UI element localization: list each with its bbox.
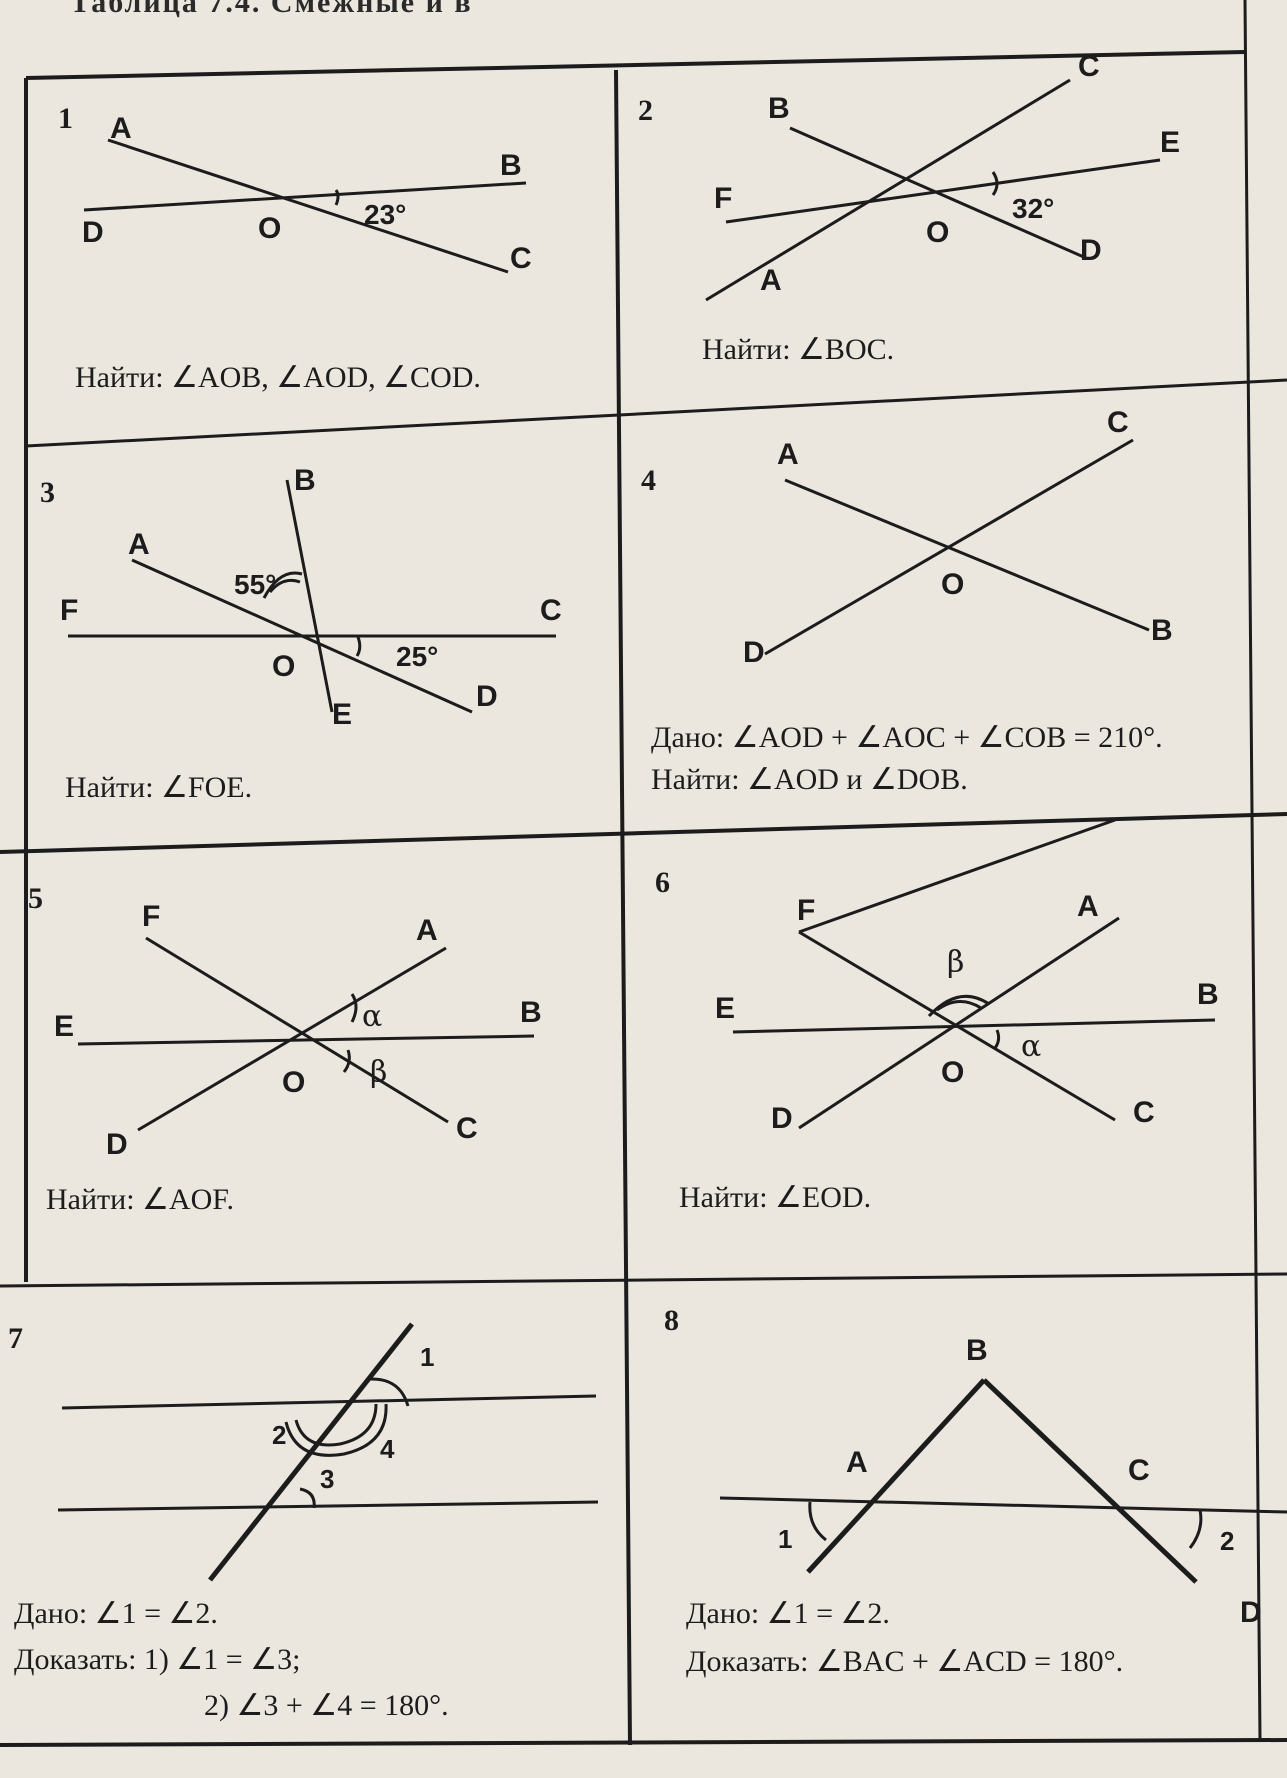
label-o: O — [282, 1066, 305, 1099]
alpha-symbol: α — [1021, 1029, 1041, 1064]
cell-number: 6 — [655, 866, 670, 899]
label-a: A — [416, 914, 438, 947]
label-a: A — [1077, 890, 1099, 923]
label-f: F — [797, 894, 815, 927]
label-e: E — [54, 1010, 74, 1043]
alpha-symbol: α — [362, 999, 382, 1034]
cell-number: 7 — [8, 1322, 23, 1355]
diagram-3: B A F C D E O 55° 25° — [60, 464, 562, 731]
diagram-8: B A C D 1 2 — [719, 1334, 1287, 1629]
diagram-1: A B C D O 23° — [82, 112, 532, 275]
cell-number: 3 — [40, 476, 55, 509]
task-text: Найти: ∠AOB, ∠AOD, ∠COD. — [75, 361, 481, 394]
label-d: D — [82, 216, 104, 249]
label-f: F — [60, 594, 78, 627]
diagram-7: 1 2 3 4 — [57, 1322, 599, 1582]
label-a: A — [760, 264, 782, 297]
label-d: D — [1240, 1596, 1262, 1629]
diagram-5: F A E B D C O α β — [54, 900, 542, 1161]
label-c: C — [456, 1112, 478, 1145]
angle-number-1: 1 — [420, 1342, 434, 1372]
label-a: A — [128, 528, 150, 561]
label-o: O — [272, 650, 295, 683]
cell-5: 5 F A E B D C O α β Найти: ∠AOF. — [0, 852, 625, 1282]
label-a: A — [777, 438, 799, 471]
label-c: C — [1133, 1096, 1155, 1129]
label-b: B — [294, 464, 316, 497]
label-a: A — [846, 1446, 868, 1479]
label-d: D — [743, 636, 765, 669]
cell-1: 1 A B C D O 23° Найти: ∠AOB, ∠AOD, ∠COD. — [0, 0, 620, 440]
angle-number-1: 1 — [778, 1524, 792, 1554]
cell-number: 4 — [641, 464, 656, 497]
diagram-6: F A E B D C O β α — [715, 820, 1219, 1135]
cell-number: 1 — [58, 102, 73, 135]
angle-value-2: 25° — [396, 641, 438, 672]
angle-number-3: 3 — [320, 1464, 334, 1494]
task-text: Найти: ∠EOD. — [679, 1181, 872, 1214]
task-text: Найти: ∠FOE. — [65, 771, 253, 804]
angle-value-1: 55° — [234, 569, 276, 600]
label-e: E — [332, 698, 352, 731]
label-o: O — [941, 1056, 964, 1089]
prove-text-2: 2) ∠3 + ∠4 = 180°. — [204, 1689, 449, 1722]
label-b: B — [1151, 614, 1173, 647]
label-o: O — [926, 216, 949, 249]
given-text: Дано: ∠AOD + ∠AOC + ∠COB = 210°. — [651, 721, 1163, 754]
label-b: B — [520, 996, 542, 1029]
label-d: D — [1080, 234, 1102, 267]
diagram-2: B C E F D A O 32° — [705, 50, 1180, 302]
label-b: B — [768, 92, 790, 125]
label-e: E — [715, 992, 735, 1025]
label-d: D — [106, 1128, 128, 1161]
beta-symbol: β — [947, 945, 964, 980]
label-b: B — [500, 149, 522, 182]
cell-8: 8 B A C D 1 2 Дано: ∠1 = ∠2. Доказать: ∠… — [630, 1276, 1287, 1746]
diagram-4: A C B D O — [743, 406, 1173, 669]
cell-number: 5 — [28, 882, 43, 915]
label-c: C — [510, 242, 532, 275]
task-text: Найти: ∠BOC. — [702, 333, 895, 366]
page-title: Таблица 7.4. Смежные и в — [70, 0, 473, 19]
cell-4: 4 A C B D O Дано: ∠AOD + ∠AOC + ∠COB = 2… — [625, 380, 1287, 820]
prove-text: Доказать: ∠BAC + ∠ACD = 180°. — [686, 1645, 1124, 1678]
given-text: Дано: ∠1 = ∠2. — [686, 1597, 890, 1630]
cell-6: 6 F A E B D C O β α Найти: ∠EOD. — [625, 820, 1287, 1280]
angle-number-2: 2 — [272, 1420, 286, 1450]
label-o: O — [258, 212, 281, 245]
task-text: Найти: ∠AOF. — [46, 1183, 235, 1216]
label-b: B — [1197, 978, 1219, 1011]
label-f: F — [142, 900, 160, 933]
prove-text-1: Доказать: 1) ∠1 = ∠3; — [14, 1643, 301, 1676]
label-o: O — [941, 568, 964, 601]
label-c: C — [1107, 406, 1129, 439]
label-d: D — [771, 1102, 793, 1135]
cell-3: 3 B A F C D E O 55° 25° Найти: ∠FOE. — [0, 440, 625, 850]
label-f: F — [714, 182, 732, 215]
label-e: E — [1160, 126, 1180, 159]
angle-number-2: 2 — [1220, 1526, 1234, 1556]
label-c: C — [1078, 50, 1100, 83]
cell-number: 2 — [638, 94, 653, 127]
label-c: C — [1128, 1454, 1150, 1487]
cell-number: 8 — [664, 1304, 679, 1337]
angle-number-4: 4 — [380, 1434, 395, 1464]
cell-2: 2 B C E F D A O 32° Найти: ∠BOC. — [620, 0, 1260, 420]
label-b: B — [966, 1334, 988, 1367]
label-c: C — [540, 594, 562, 627]
label-d: D — [476, 680, 498, 713]
angle-value: 32° — [1012, 193, 1054, 224]
task-text: Найти: ∠AOD и ∠DOB. — [651, 763, 968, 796]
beta-symbol: β — [370, 1055, 387, 1090]
given-text: Дано: ∠1 = ∠2. — [14, 1597, 218, 1630]
cell-7: 7 1 2 3 4 Дано: ∠1 = ∠2. Доказать: 1) ∠1… — [0, 1284, 630, 1744]
label-a: A — [110, 112, 132, 145]
angle-value: 23° — [364, 199, 406, 230]
